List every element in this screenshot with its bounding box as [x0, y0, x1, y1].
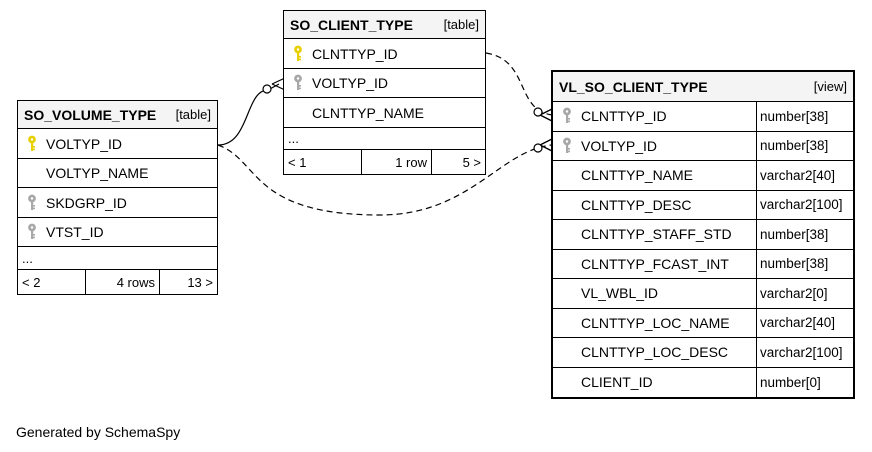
column-row[interactable]: CLNTTYP_NAME varchar2[40] — [553, 161, 853, 191]
entity-name[interactable]: VL_SO_CLIENT_TYPE — [559, 78, 708, 95]
footer-rows: 4 rows — [86, 270, 160, 294]
column-type: varchar2[100] — [756, 190, 853, 219]
column-name: CLNTTYP_FCAST_INT — [581, 255, 729, 272]
column-type: varchar2[0] — [756, 279, 853, 308]
no-key-cell — [553, 309, 581, 338]
entity-name[interactable]: SO_VOLUME_TYPE — [24, 106, 157, 123]
relationship-voltyp-client-to-volume — [217, 83, 280, 146]
column-name: CLNTTYP_DESC — [581, 196, 692, 213]
no-key-cell — [553, 161, 581, 190]
relationship-optional-marker — [262, 84, 272, 94]
table-so-volume-type[interactable]: SO_VOLUME_TYPE [table] VOLTYP_ID VOLTYP_… — [17, 100, 218, 295]
table-footer: < 2 4 rows 13 > — [18, 270, 217, 294]
entity-kind: [table] — [443, 17, 479, 32]
column-row[interactable]: VTST_ID — [18, 218, 217, 247]
column-row[interactable]: CLNTTYP_LOC_DESC varchar2[100] — [553, 338, 853, 368]
more-columns: ... — [18, 247, 217, 270]
footer-next[interactable]: 5 > — [462, 154, 481, 170]
table-so-client-type[interactable]: SO_CLIENT_TYPE [table] CLNTTYP_ID VOLTYP… — [283, 10, 486, 175]
column-name: VL_WBL_ID — [581, 285, 659, 302]
footer-prev[interactable]: < 1 — [284, 150, 362, 174]
column-name: VOLTYP_NAME — [46, 165, 149, 181]
no-key-cell — [553, 220, 581, 249]
column-type: number[38] — [756, 220, 853, 249]
column-name: VOLTYP_ID — [46, 135, 122, 152]
generated-by-text: Generated by SchemaSpy — [16, 424, 181, 440]
foreign-key-icon — [18, 188, 46, 217]
footer-next[interactable]: 13 > — [187, 274, 213, 290]
column-row[interactable]: CLNTTYP_ID number[38] — [553, 102, 853, 132]
column-name: CLNTTYP_STAFF_STD — [581, 226, 732, 243]
no-key-cell — [553, 191, 581, 220]
entity-kind: [view] — [813, 79, 847, 94]
footer-prev[interactable]: < 2 — [18, 270, 86, 294]
entity-name[interactable]: SO_CLIENT_TYPE — [290, 16, 413, 33]
foreign-key-icon — [553, 102, 581, 131]
column-row[interactable]: VOLTYP_ID — [284, 69, 485, 98]
column-name: VOLTYP_ID — [581, 137, 657, 154]
column-row[interactable]: VOLTYP_NAME — [18, 159, 217, 188]
column-row[interactable]: VOLTYP_ID — [18, 129, 217, 159]
column-row[interactable]: VL_WBL_ID varchar2[0] — [553, 279, 853, 309]
no-key-cell — [553, 250, 581, 279]
column-name: CLNTTYP_ID — [581, 108, 667, 125]
table-footer: < 1 1 row 5 > — [284, 150, 485, 174]
no-key-cell — [284, 98, 312, 127]
column-row[interactable]: CLIENT_ID number[0] — [553, 367, 853, 398]
relationship-optional-marker — [533, 107, 543, 117]
column-type: varchar2[100] — [756, 338, 853, 367]
no-key-cell — [553, 338, 581, 367]
column-row[interactable]: CLNTTYP_STAFF_STD number[38] — [553, 220, 853, 250]
relationship-optional-marker — [533, 143, 543, 153]
entity-kind: [table] — [175, 107, 211, 122]
primary-key-icon — [284, 39, 312, 68]
no-key-cell — [18, 159, 46, 187]
column-name: CLNTTYP_LOC_DESC — [581, 344, 729, 361]
entity-header: SO_CLIENT_TYPE [table] — [284, 11, 485, 39]
column-name: CLNTTYP_NAME — [312, 104, 425, 121]
relationship-clnttyp-view-to-client — [485, 52, 553, 116]
column-name: CLNTTYP_ID — [312, 45, 398, 62]
footer-rows: 1 row — [362, 150, 432, 174]
column-row[interactable]: CLNTTYP_LOC_NAME varchar2[40] — [553, 308, 853, 338]
column-type: varchar2[40] — [756, 308, 853, 337]
more-columns: ... — [284, 128, 485, 150]
foreign-key-icon — [553, 132, 581, 161]
column-type: number[38] — [756, 249, 853, 278]
column-name: VTST_ID — [46, 224, 104, 240]
no-key-cell — [553, 368, 581, 398]
column-name: CLNTTYP_NAME — [581, 167, 694, 184]
column-row[interactable]: CLNTTYP_ID — [284, 39, 485, 69]
column-type: number[38] — [756, 131, 853, 160]
column-name: CLNTTYP_LOC_NAME — [581, 314, 730, 331]
column-row[interactable]: CLNTTYP_NAME — [284, 98, 485, 128]
primary-key-icon — [18, 129, 46, 158]
relationship-voltyp-view-to-volume — [217, 144, 553, 216]
column-row[interactable]: VOLTYP_ID number[38] — [553, 131, 853, 161]
column-row[interactable]: SKDGRP_ID — [18, 188, 217, 218]
column-row[interactable]: CLNTTYP_FCAST_INT number[38] — [553, 249, 853, 279]
no-key-cell — [553, 279, 581, 308]
column-name: CLIENT_ID — [581, 374, 653, 391]
column-name: VOLTYP_ID — [312, 75, 388, 91]
foreign-key-icon — [18, 218, 46, 246]
column-type: varchar2[40] — [756, 161, 853, 190]
column-type: number[38] — [756, 102, 853, 131]
column-type: number[0] — [756, 367, 853, 397]
entity-header: SO_VOLUME_TYPE [table] — [18, 101, 217, 129]
foreign-key-icon — [284, 69, 312, 97]
entity-header: VL_SO_CLIENT_TYPE [view] — [553, 72, 853, 102]
column-row[interactable]: CLNTTYP_DESC varchar2[100] — [553, 190, 853, 220]
column-name: SKDGRP_ID — [46, 194, 127, 211]
